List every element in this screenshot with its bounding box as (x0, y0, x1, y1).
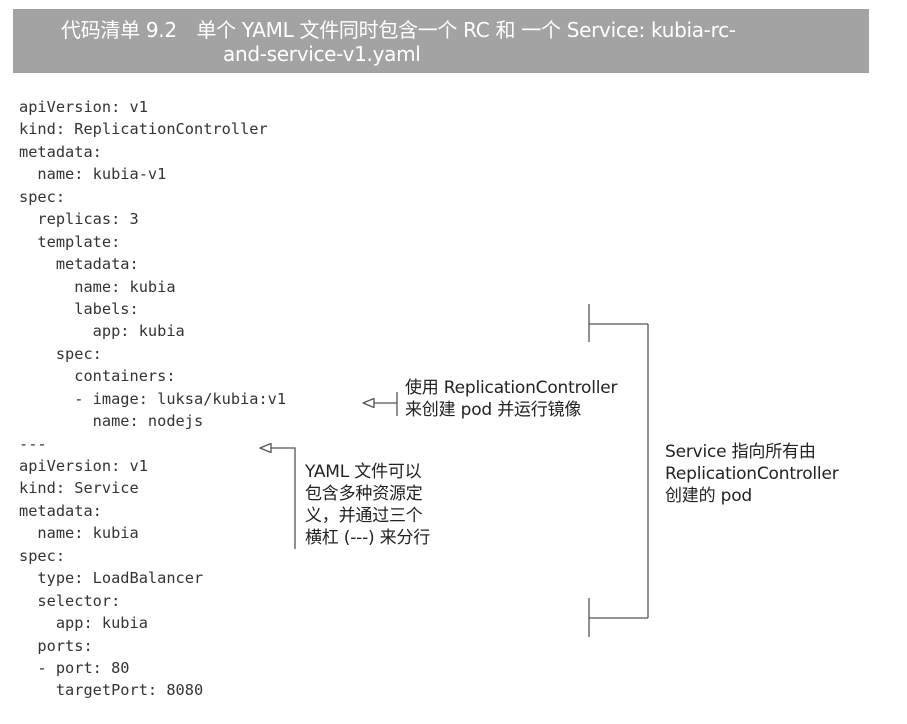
annotation-line: 横杠 (---) 来分行 (305, 528, 431, 548)
code-line: spec: (19, 187, 66, 206)
listing-title-line-2: and-service-v1.yaml (223, 42, 421, 66)
code-line: metadata: (19, 255, 139, 274)
code-line: metadata: (19, 142, 102, 161)
code-line: metadata: (19, 501, 102, 520)
annotation-line: 来创建 pod 并运行镜像 (405, 400, 582, 420)
service-annotation: Service 指向所有由 ReplicationController 创建的 … (665, 441, 839, 507)
yaml-code-block: apiVersion: v1 kind: ReplicationControlle… (19, 96, 286, 702)
annotation-line: ReplicationController (665, 464, 839, 484)
code-line: kind: Service (19, 479, 139, 498)
code-line: app: kubia (19, 614, 148, 633)
annotation-line: 创建的 pod (665, 486, 752, 506)
annotation-line: 义，并通过三个 (305, 506, 423, 526)
rc-image-annotation: 使用 ReplicationController 来创建 pod 并运行镜像 (405, 377, 618, 421)
code-line: containers: (19, 367, 176, 386)
code-line: - image: luksa/kubia:v1 (19, 389, 287, 408)
code-line: name: nodejs (19, 412, 204, 431)
code-line: spec: (19, 344, 102, 363)
code-line: apiVersion: v1 (19, 457, 148, 475)
code-line: ports: (19, 636, 93, 655)
separator-annotation: YAML 文件可以 包含多种资源定 义，并通过三个 横杠 (---) 来分行 (305, 461, 430, 549)
code-line: template: (19, 232, 121, 251)
code-line: name: kubia (19, 277, 176, 296)
code-line: labels: (19, 299, 139, 318)
code-line: app: kubia (19, 322, 185, 341)
rc-image-callout-arrow (362, 392, 398, 416)
code-line: name: kubia (19, 524, 139, 543)
code-line: targetPort: 8080 (19, 681, 204, 700)
code-line: - port: 80 (19, 658, 130, 677)
code-line: kind: ReplicationController (19, 120, 268, 139)
service-bracket (588, 304, 649, 637)
code-line: --- (19, 434, 47, 453)
listing-title: 代码清单 9.2 单个 YAML 文件同时包含一个 RC 和 一个 Servic… (13, 9, 869, 73)
code-line: type: LoadBalancer (19, 569, 204, 588)
separator-callout-arrow (259, 442, 296, 549)
code-line: selector: (19, 591, 121, 610)
code-line: apiVersion: v1 (19, 98, 148, 116)
annotation-line: Service 指向所有由 (665, 442, 816, 462)
listing-header: 代码清单 9.2 单个 YAML 文件同时包含一个 RC 和 一个 Servic… (13, 9, 869, 73)
listing-title-line-1: 代码清单 9.2 单个 YAML 文件同时包含一个 RC 和 一个 Servic… (61, 18, 736, 42)
code-line: name: kubia-v1 (19, 165, 167, 184)
annotation-line: 包含多种资源定 (305, 484, 423, 504)
code-line: spec: (19, 546, 66, 565)
code-line: replicas: 3 (19, 210, 139, 229)
annotation-line: 使用 ReplicationController (405, 378, 618, 398)
annotation-line: YAML 文件可以 (305, 462, 422, 482)
